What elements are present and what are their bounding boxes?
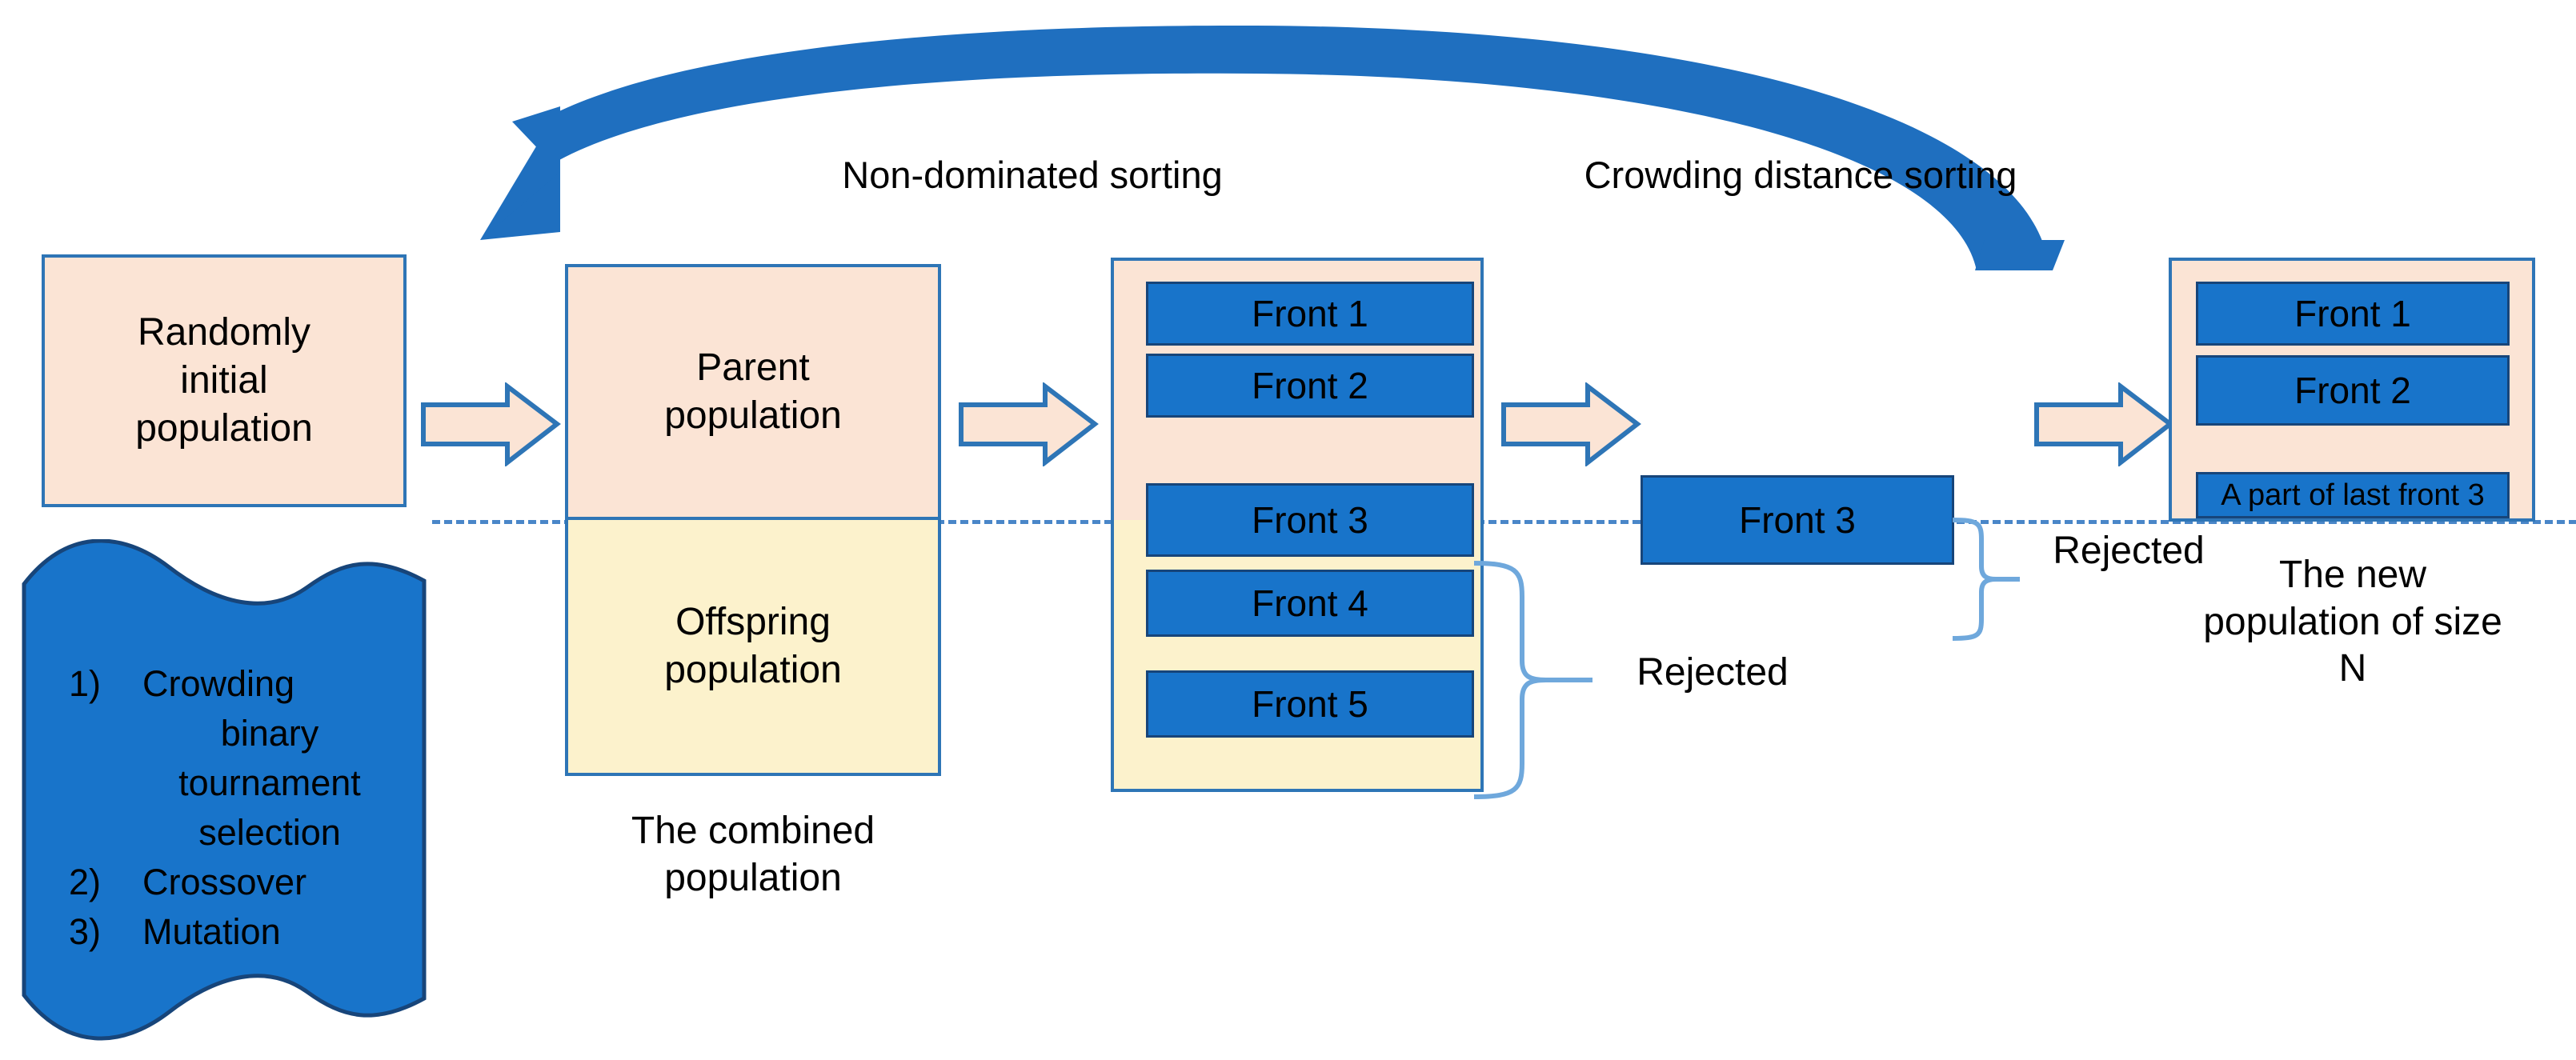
operator-text-5: Crossover (142, 862, 307, 903)
new-population-front-bar-1: Front 1 (2196, 282, 2510, 346)
operator-line-6: 3) Mutation (19, 907, 429, 957)
sorted-front-bar-5: Front 5 (1146, 670, 1474, 738)
operator-line-2: binary (19, 709, 429, 758)
operator-text-6: Mutation (142, 911, 281, 953)
operator-line-1: 1) Crowding (19, 659, 429, 709)
combined-population-caption: The combined population (631, 810, 875, 899)
parent-population-label: Parent population (664, 346, 842, 437)
flow-arrow-3 (1501, 382, 1641, 466)
operator-number-6: 3) (69, 911, 102, 953)
operator-number-1: 1) (69, 663, 102, 704)
operator-text-1: Crowding (142, 663, 295, 704)
stage-title-non-dominated-sorting: Non-dominated sorting (842, 154, 1223, 196)
sorted-front-bar-4: Front 4 (1146, 570, 1474, 637)
rejected-brace-fronts-4-5 (1473, 561, 1592, 799)
operator-line-5: 2) Crossover (19, 858, 429, 907)
operator-number-5: 2) (69, 862, 102, 903)
randomly-initial-population-label: Randomly initial population (135, 311, 313, 450)
flow-arrow-4 (2034, 382, 2174, 466)
offspring-population-label: Offspring population (664, 601, 842, 691)
offspring-population-box: Offspring population (565, 520, 941, 776)
sorted-fronts-lower-region (1111, 520, 1484, 792)
rejected-brace-front-3 (1952, 518, 2020, 641)
operator-line-4: selection (19, 808, 429, 858)
genetic-operators-panel (22, 539, 427, 1041)
flow-arrow-2 (959, 382, 1099, 466)
randomly-initial-population-box: Randomly initial population (42, 254, 407, 507)
rejected-label-fronts-4-5: Rejected (1637, 651, 1789, 694)
flow-arrow-1 (421, 382, 561, 466)
rejected-label-front-3: Rejected (2053, 530, 2205, 572)
new-population-front-bar-2: Front 2 (2196, 355, 2510, 426)
operator-number-4 (69, 808, 142, 858)
loop-back-arrow (480, 25, 2065, 270)
sorted-front-bar-2: Front 2 (1146, 354, 1474, 418)
genetic-operators-text-block: 1) Crowding binary tournament selection … (19, 539, 429, 1043)
operator-number-2 (69, 709, 142, 758)
operator-number-3 (69, 758, 142, 808)
new-population-partial-front-bar: A part of last front 3 (2196, 472, 2510, 518)
sorted-front-bar-3: Front 3 (1146, 483, 1474, 557)
operator-text-3: tournament (178, 762, 361, 804)
operator-text-4: selection (198, 812, 341, 854)
new-population-caption: The new population of size N (2203, 554, 2502, 690)
stage-title-crowding-distance-sorting: Crowding distance sorting (1584, 154, 2017, 196)
population-size-dashed-line (432, 520, 2576, 524)
parent-population-box: Parent population (565, 264, 941, 520)
operator-text-2: binary (220, 713, 319, 754)
sorted-front-bar-1: Front 1 (1146, 282, 1474, 346)
operator-line-3: tournament (19, 758, 429, 808)
crowding-front-3-bar: Front 3 (1641, 475, 1954, 565)
